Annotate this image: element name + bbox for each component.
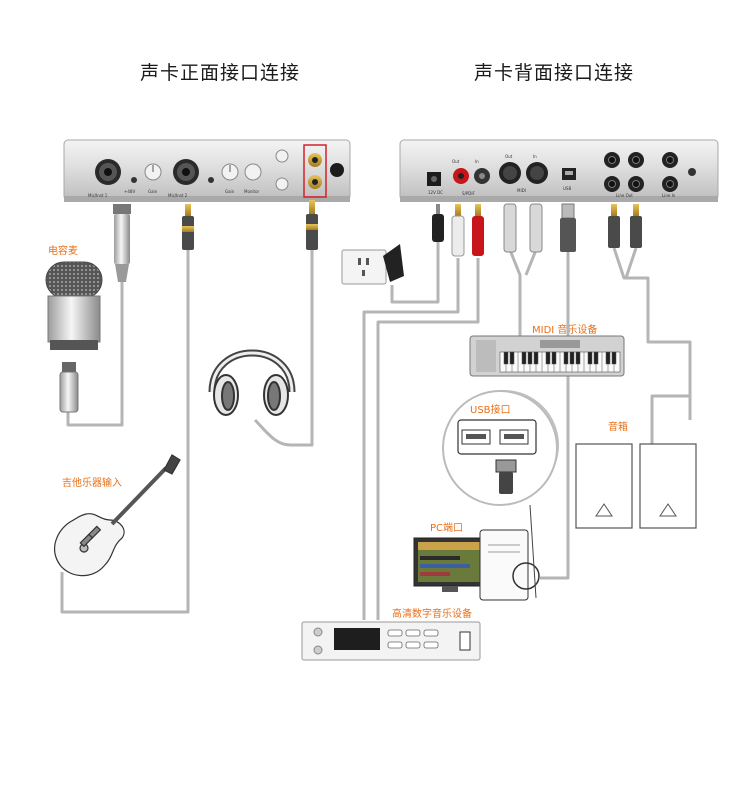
front-mic-inst-1-label: Mic/Inst 1: [88, 193, 108, 198]
midi-cable-out: [524, 249, 538, 276]
headphone-jack-plug-icon: [306, 200, 318, 250]
audio-interface-front-icon: Mic/Inst 1 Mic/Inst 2 Gain Gain Monitor …: [63, 139, 351, 202]
pc-icon: [413, 504, 540, 601]
black-key: [587, 351, 593, 365]
black-key: [569, 351, 575, 365]
usb-plug-icon: [560, 203, 576, 252]
black-key: [563, 351, 569, 365]
guitar-icon: [54, 454, 181, 577]
black-key: [611, 351, 617, 365]
front-phantom-label: +48V: [124, 189, 135, 194]
black-key: [521, 351, 527, 365]
mic-label: 电容麦: [48, 246, 78, 257]
black-key: [575, 351, 581, 365]
xlr-plug-icon: [113, 204, 131, 282]
midi-cable-in: [508, 249, 522, 338]
black-key: [605, 351, 611, 365]
back-in-label-1: In: [475, 159, 479, 164]
xlr-connector-icon: [59, 362, 79, 413]
back-out-label-1: Out: [452, 159, 460, 164]
usb-label: USB接口: [470, 403, 511, 416]
guitar-label: 吉他乐器输入: [62, 478, 122, 489]
headphone-cable: [253, 250, 314, 447]
front-mic-inst-2-label: Mic/Inst 2: [168, 193, 188, 198]
dc-plug-icon: [432, 204, 444, 242]
back-out-label-2: Out: [505, 154, 513, 159]
speaker-icon: [575, 443, 697, 529]
speaker-cable-1: [610, 420, 690, 446]
cables: [60, 240, 692, 620]
guitar-jack-plug-icon: [182, 204, 194, 250]
black-key: [593, 351, 599, 365]
speakers-label: 音箱: [608, 422, 628, 433]
back-line-in-label: Line In: [662, 193, 676, 198]
pc-label: PC端口: [430, 523, 464, 534]
back-midi-label: MIDI: [517, 188, 526, 193]
line-out-plugs-icon: [608, 204, 642, 248]
front-gain-label-2: Gain: [225, 189, 235, 194]
front-monitor-label: Monitor: [244, 189, 260, 194]
power-socket-icon: [341, 244, 404, 285]
digital-audio-device-icon: [301, 621, 481, 661]
condenser-mic-icon: [45, 261, 103, 350]
black-key: [551, 351, 557, 365]
mic-cable: [66, 278, 124, 427]
headphones-icon: [208, 349, 296, 416]
spdif-cable: [362, 258, 460, 620]
rca-plugs-icon: [451, 204, 484, 257]
back-line-out-label: Line Out: [616, 193, 633, 198]
black-key: [503, 351, 509, 365]
guitar-cable: [60, 250, 190, 614]
line-out-cable-2: [624, 247, 638, 279]
black-key: [533, 351, 539, 365]
back-dc-label: 12V DC: [428, 190, 443, 195]
speaker-cable-2: [650, 394, 692, 446]
back-spdif-label: S/PDIF: [462, 191, 476, 196]
front-gain-label: Gain: [148, 189, 158, 194]
front-panel-title: 声卡正面接口连接: [140, 62, 301, 84]
audio-interface-back-icon: 12V DC S/PDIF Out In Out In MIDI USB Lin…: [399, 139, 719, 202]
black-key: [527, 351, 533, 365]
black-key: [545, 351, 551, 365]
power-cable: [390, 240, 440, 304]
midi-keyboard-icon: [469, 335, 625, 377]
back-in-label-2: In: [533, 154, 537, 159]
hd-device-label: 高清数字音乐设备: [392, 609, 472, 620]
line-out-cable: [612, 247, 692, 420]
back-usb-label: USB: [563, 186, 571, 191]
midi-plugs-icon: [503, 203, 543, 253]
back-panel-title: 声卡背面接口连接: [474, 62, 635, 84]
midi-label: MIDI 音乐设备: [532, 325, 598, 336]
spdif-cable-2: [376, 258, 480, 620]
black-key: [509, 351, 515, 365]
usb-port-icon: USB接口: [442, 390, 560, 506]
